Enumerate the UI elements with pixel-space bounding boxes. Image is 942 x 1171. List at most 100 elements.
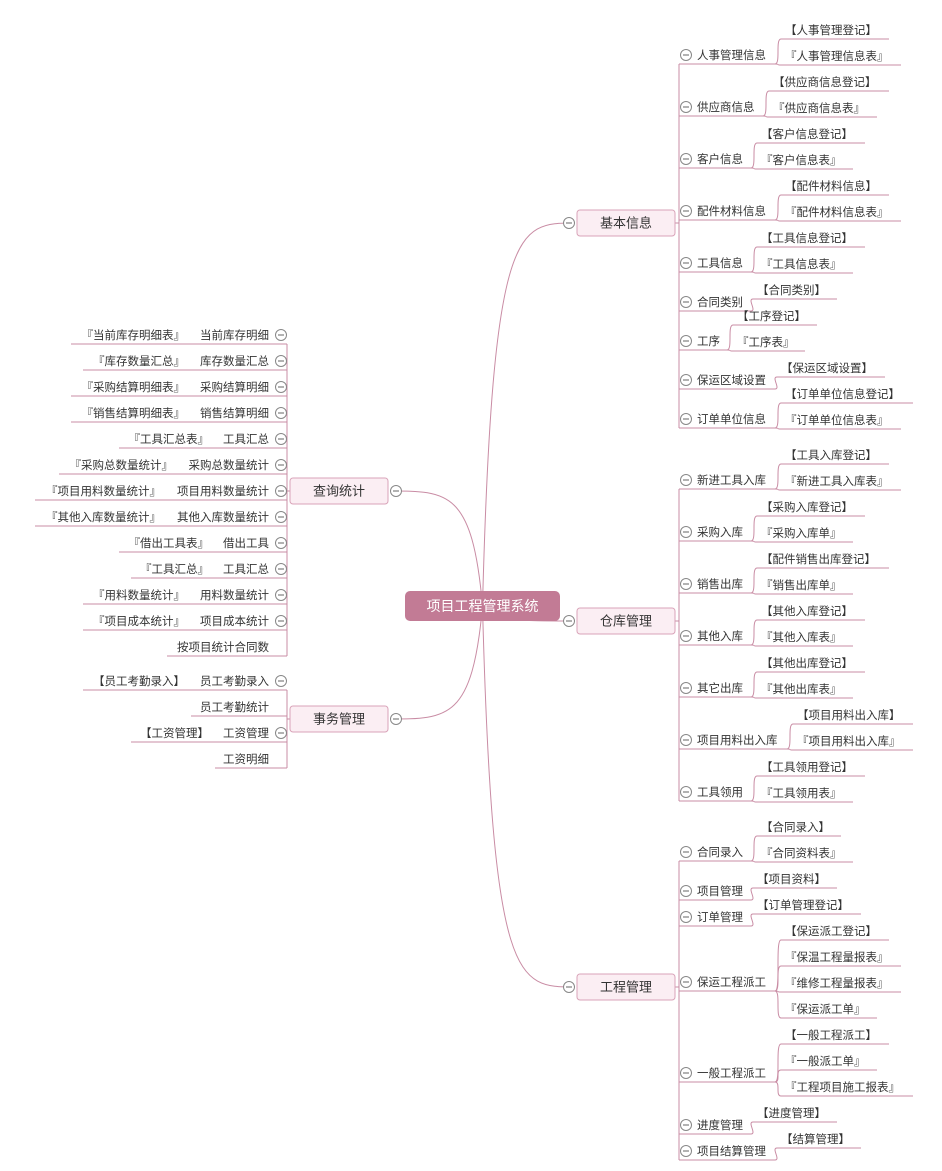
leaf-item[interactable]: 【项目资料】 <box>757 872 826 886</box>
leaf-item[interactable]: 【采购入库登记】 <box>761 500 853 514</box>
leaf-item[interactable]: 『销售结算明细表』 <box>82 406 186 420</box>
topic-3-3[interactable]: 销售结算明细 <box>200 406 287 420</box>
branch-0-node[interactable]: 基本信息 <box>576 209 676 237</box>
leaf-item[interactable]: 【其他入库登记】 <box>761 604 853 618</box>
branch-collapse-icon[interactable] <box>390 713 402 725</box>
topic-collapse-icon[interactable] <box>275 511 287 523</box>
topic-collapse-icon[interactable] <box>275 485 287 497</box>
topic-3-7[interactable]: 其他入库数量统计 <box>177 510 287 524</box>
topic-1-1[interactable]: 采购入库 <box>680 525 744 539</box>
branch-4-node[interactable]: 事务管理 <box>289 705 389 733</box>
leaf-item[interactable]: 【工序登记】 <box>737 309 806 323</box>
leaf-item[interactable]: 『其他入库表』 <box>761 630 842 644</box>
leaf-item[interactable]: 『保温工程量报表』 <box>785 950 889 964</box>
leaf-item[interactable]: 『其他入库数量统计』 <box>46 510 161 524</box>
topic-3-8[interactable]: 借出工具 <box>223 536 287 550</box>
topic-0-4[interactable]: 工具信息 <box>680 256 744 270</box>
topic-collapse-icon[interactable] <box>680 682 692 694</box>
branch-2-node[interactable]: 工程管理 <box>576 973 676 1001</box>
leaf-item[interactable]: 【合同类别】 <box>757 283 826 297</box>
topic-1-6[interactable]: 工具领用 <box>680 785 744 799</box>
topic-collapse-icon[interactable] <box>680 1119 692 1131</box>
topic-0-5[interactable]: 合同类别 <box>680 295 744 309</box>
leaf-item[interactable]: 『工序表』 <box>737 335 795 349</box>
leaf-item[interactable]: 【订单单位信息登记】 <box>785 387 900 401</box>
leaf-item[interactable]: 『订单单位信息表』 <box>785 413 889 427</box>
leaf-item[interactable]: 『工程项目施工报表』 <box>785 1080 900 1094</box>
leaf-item[interactable]: 【员工考勤录入】 <box>93 674 185 688</box>
topic-collapse-icon[interactable] <box>275 727 287 739</box>
leaf-item[interactable]: 『工具领用表』 <box>761 786 842 800</box>
topic-collapse-icon[interactable] <box>680 578 692 590</box>
leaf-item[interactable]: 【其他出库登记】 <box>761 656 853 670</box>
leaf-item[interactable]: 『配件材料信息表』 <box>785 205 889 219</box>
topic-1-0[interactable]: 新进工具入库 <box>680 473 767 487</box>
leaf-item[interactable]: 『用料数量统计』 <box>93 588 185 602</box>
topic-1-4[interactable]: 其它出库 <box>680 681 744 695</box>
topic-3-6[interactable]: 项目用料数量统计 <box>177 484 287 498</box>
topic-3-0[interactable]: 当前库存明细 <box>200 328 287 342</box>
topic-2-0[interactable]: 合同录入 <box>680 845 744 859</box>
topic-collapse-icon[interactable] <box>275 589 287 601</box>
leaf-item[interactable]: 【保运派工登记】 <box>785 924 877 938</box>
topic-collapse-icon[interactable] <box>275 355 287 367</box>
branch-collapse-icon[interactable] <box>563 615 575 627</box>
leaf-item[interactable]: 『借出工具表』 <box>129 536 210 550</box>
topic-2-3[interactable]: 保运工程派工 <box>680 975 767 989</box>
topic-3-1[interactable]: 库存数量汇总 <box>200 354 287 368</box>
leaf-item[interactable]: 『库存数量汇总』 <box>93 354 185 368</box>
topic-2-2[interactable]: 订单管理 <box>680 910 744 924</box>
topic-collapse-icon[interactable] <box>680 413 692 425</box>
topic-collapse-icon[interactable] <box>275 537 287 549</box>
leaf-item[interactable]: 『工具汇总』 <box>140 562 209 576</box>
leaf-item[interactable]: 【人事管理登记】 <box>785 23 877 37</box>
leaf-item[interactable]: 『项目成本统计』 <box>93 614 185 628</box>
topic-0-0[interactable]: 人事管理信息 <box>680 48 767 62</box>
topic-collapse-icon[interactable] <box>275 563 287 575</box>
topic-collapse-icon[interactable] <box>275 433 287 445</box>
leaf-item[interactable]: 【保运区域设置】 <box>781 361 873 375</box>
topic-collapse-icon[interactable] <box>680 205 692 217</box>
topic-0-1[interactable]: 供应商信息 <box>680 100 755 114</box>
topic-collapse-icon[interactable] <box>275 407 287 419</box>
topic-collapse-icon[interactable] <box>275 459 287 471</box>
leaf-item[interactable]: 『销售出库单』 <box>761 578 842 592</box>
topic-1-3[interactable]: 其他入库 <box>680 629 744 643</box>
leaf-item[interactable]: 【项目用料出入库】 <box>797 708 901 722</box>
topic-0-2[interactable]: 客户信息 <box>680 152 744 166</box>
leaf-item[interactable]: 『新进工具入库表』 <box>785 474 889 488</box>
topic-collapse-icon[interactable] <box>680 1067 692 1079</box>
topic-collapse-icon[interactable] <box>275 329 287 341</box>
leaf-item[interactable]: 【工资管理】 <box>140 726 209 740</box>
branch-collapse-icon[interactable] <box>563 981 575 993</box>
leaf-item[interactable]: 『维修工程量报表』 <box>785 976 889 990</box>
topic-collapse-icon[interactable] <box>680 786 692 798</box>
topic-3-4[interactable]: 工具汇总 <box>223 432 287 446</box>
topic-collapse-icon[interactable] <box>680 153 692 165</box>
topic-3-2[interactable]: 采购结算明细 <box>200 380 287 394</box>
topic-4-1[interactable]: 员工考勤统计 <box>200 700 269 714</box>
leaf-item[interactable]: 『一般派工单』 <box>785 1054 866 1068</box>
leaf-item[interactable]: 【工具入库登记】 <box>785 448 877 462</box>
leaf-item[interactable]: 『采购结算明细表』 <box>82 380 186 394</box>
topic-2-4[interactable]: 一般工程派工 <box>680 1066 767 1080</box>
topic-1-5[interactable]: 项目用料出入库 <box>680 733 778 747</box>
leaf-item[interactable]: 『工具汇总表』 <box>129 432 210 446</box>
leaf-item[interactable]: 【进度管理】 <box>757 1106 826 1120</box>
topic-collapse-icon[interactable] <box>680 257 692 269</box>
topic-collapse-icon[interactable] <box>680 885 692 897</box>
topic-collapse-icon[interactable] <box>680 976 692 988</box>
topic-collapse-icon[interactable] <box>680 474 692 486</box>
leaf-item[interactable]: 『当前库存明细表』 <box>82 328 186 342</box>
topic-collapse-icon[interactable] <box>680 101 692 113</box>
topic-collapse-icon[interactable] <box>680 734 692 746</box>
branch-collapse-icon[interactable] <box>390 485 402 497</box>
branch-1-node[interactable]: 仓库管理 <box>576 607 676 635</box>
leaf-item[interactable]: 【客户信息登记】 <box>761 127 853 141</box>
leaf-item[interactable]: 【供应商信息登记】 <box>773 75 877 89</box>
leaf-item[interactable]: 『项目用料数量统计』 <box>46 484 161 498</box>
leaf-item[interactable]: 『采购入库单』 <box>761 526 842 540</box>
leaf-item[interactable]: 『供应商信息表』 <box>773 101 865 115</box>
leaf-item[interactable]: 【订单管理登记】 <box>757 898 849 912</box>
leaf-item[interactable]: 【工具领用登记】 <box>761 760 853 774</box>
